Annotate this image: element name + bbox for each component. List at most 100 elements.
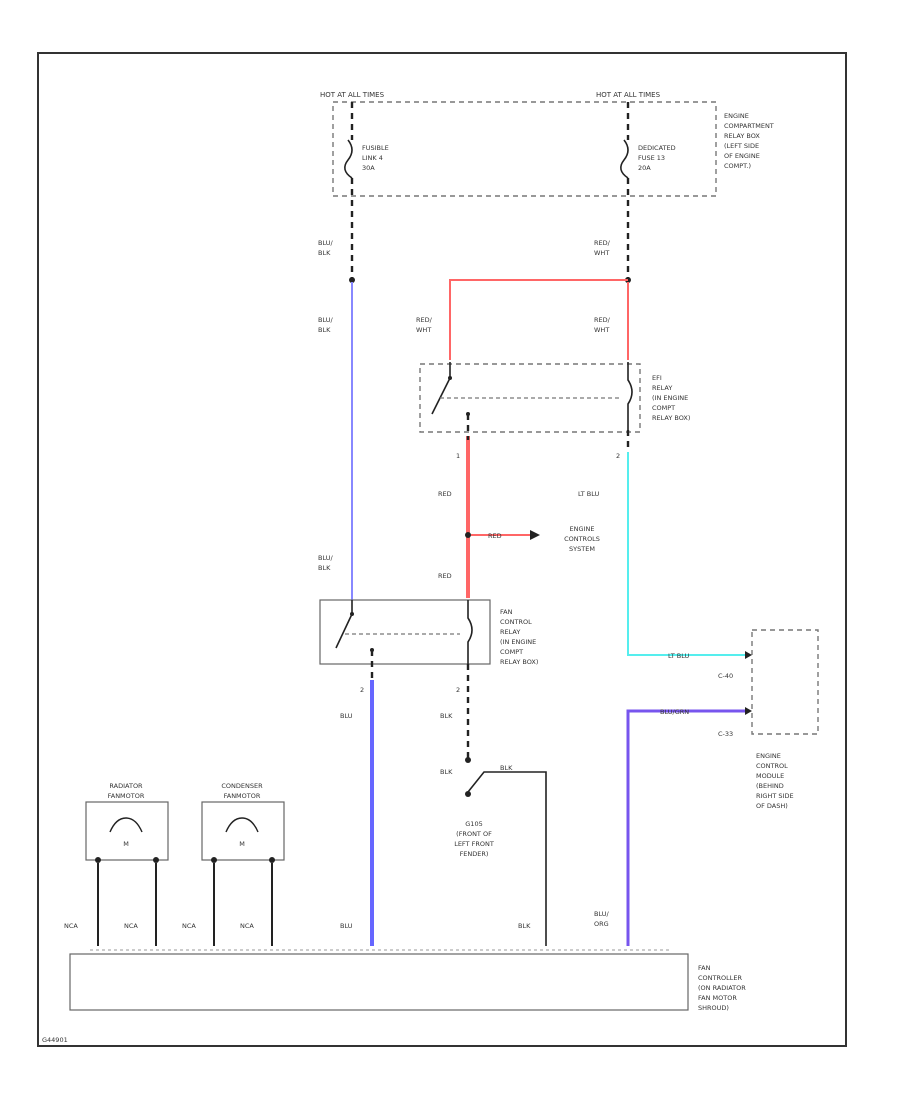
fan-controller-box (69, 953, 689, 1011)
fan-control-relay-label-2: CONTROL (500, 618, 532, 626)
ecm-pin-c33: C-33 (718, 730, 733, 738)
relay-box-label-5: OF ENGINE (724, 152, 760, 160)
relay-box-label-6: COMPT.) (724, 162, 751, 170)
condenser-fan-label-2: FANMOTOR (224, 792, 261, 800)
red-wht-wire-branch (449, 279, 628, 360)
fuse-label: DEDICATED (638, 144, 676, 152)
ecm-pin-c40: C-40 (718, 672, 733, 680)
fcr-pin-2a: 2 (360, 686, 364, 694)
blk-splice-node (465, 757, 471, 763)
wire-label-blu-grn-ecm: BLU/GRN (660, 708, 689, 716)
radiator-terminal-1 (95, 857, 101, 863)
wire-label-red-wht-3a: RED/ (594, 316, 611, 324)
radiator-fan-box (85, 801, 169, 861)
diagram-code: G44901 (42, 1036, 68, 1044)
wire-label-nca-4: NCA (240, 922, 254, 930)
condenser-fan-label: CONDENSER (221, 782, 263, 790)
wire-label-blu-blk-2b: BLK (318, 326, 331, 334)
ecm-label-3: MODULE (756, 772, 784, 780)
efi-relay-label: EFI (652, 374, 662, 382)
wire-label-red-wht-3b: WHT (594, 326, 609, 334)
fan-control-relay-label-6: RELAY BOX) (500, 658, 538, 666)
efi-relay: EFI RELAY (IN ENGINE COMPT RELAY BOX) 1 … (419, 362, 690, 460)
radiator-fan-label: RADIATOR (109, 782, 143, 790)
radiator-motor-icon (109, 817, 143, 833)
ecm-label-4: (BEHIND (756, 782, 784, 790)
wire-label-nca-2: NCA (124, 922, 138, 930)
relay-box-label: ENGINE (724, 112, 749, 120)
wire-label-red-wht-2a: RED/ (416, 316, 433, 324)
fan-controller: FAN CONTROLLER (ON RADIATOR FAN MOTOR SH… (69, 949, 746, 1012)
blu-org-wire (626, 709, 745, 946)
ecm-c33-arrow-icon (745, 707, 752, 715)
ground-node (465, 791, 471, 797)
radiator-fan-label-2: FANMOTOR (108, 792, 145, 800)
fan-control-relay: FAN CONTROL RELAY (IN ENGINE COMPT RELAY… (319, 599, 538, 694)
ecm-label-5: RIGHT SIDE (756, 792, 794, 800)
ground-label-3: LEFT FRONT (454, 840, 494, 848)
efi-relay-outline (419, 363, 641, 433)
wire-label-blu-org-b: ORG (594, 920, 609, 928)
engine-control-module: C-40 C-33 ENGINE CONTROL MODULE (BEHIND … (718, 629, 819, 810)
engine-controls-arrow-icon (530, 530, 540, 540)
wire-label-nca-3: NCA (182, 922, 196, 930)
fan-controller-label-3: (ON RADIATOR (698, 984, 746, 992)
wire-label-blu-2: BLU (340, 922, 353, 930)
fcr-coil (467, 600, 473, 664)
ground-label-2: (FRONT OF (456, 830, 492, 838)
fan-controller-label-5: SHROUD) (698, 1004, 729, 1012)
engine-controls-label: ENGINE (570, 525, 595, 533)
wire-label-red-1: RED (438, 490, 452, 498)
efi-pin-1: 1 (456, 452, 460, 460)
fuse-label-3: 20A (638, 164, 651, 172)
radiator-fan-motor: RADIATOR FANMOTOR M (85, 782, 169, 863)
wire-label-red-2: RED (438, 572, 452, 580)
wire-label-red-wht-2b: WHT (416, 326, 431, 334)
relay-box-label-2: COMPARTMENT (724, 122, 774, 130)
wire-label-blk-2: BLK (440, 768, 453, 776)
fuse-label-2: FUSE 13 (638, 154, 665, 162)
ecm-label: ENGINE (756, 752, 781, 760)
wire-label-red-arrow: RED (488, 532, 502, 540)
fan-control-relay-outline (319, 599, 491, 665)
left-source-label: HOT AT ALL TIMES (320, 91, 385, 99)
right-source-label: HOT AT ALL TIMES (596, 91, 661, 99)
fusible-link-label-2: LINK 4 (362, 154, 383, 162)
relay-box-label-4: (LEFT SIDE (724, 142, 759, 150)
wire-label-blu-org-a: BLU/ (594, 910, 610, 918)
wire-label-blu-blk-1a: BLU/ (318, 239, 334, 247)
relay-box-label-3: RELAY BOX (724, 132, 760, 140)
ecm-outline (751, 629, 819, 735)
left-splice-node (349, 277, 355, 283)
relay-box-outline (332, 101, 717, 197)
fan-control-relay-label-3: RELAY (500, 628, 520, 636)
fan-controller-label-4: FAN MOTOR (698, 994, 737, 1002)
efi-relay-label-4: COMPT (652, 404, 675, 412)
fusible-link-label: FUSIBLE (362, 144, 389, 152)
fcr-switch-pivot (350, 612, 354, 616)
wire-label-blu-blk-3b: BLK (318, 564, 331, 572)
wire-label-blk-1: BLK (440, 712, 453, 720)
fan-control-relay-label-4: (IN ENGINE (500, 638, 536, 646)
condenser-fan-box (201, 801, 285, 861)
fan-controller-label-2: CONTROLLER (698, 974, 742, 982)
efi-switch-pivot (448, 376, 452, 380)
wire-label-blk-3: BLK (518, 922, 531, 930)
fusible-link-icon (344, 139, 353, 179)
fan-control-relay-label-5: COMPT (500, 648, 523, 656)
wire-label-red-wht-1a: RED/ (594, 239, 611, 247)
efi-relay-label-2: RELAY (652, 384, 672, 392)
efi-pin-2: 2 (616, 452, 620, 460)
diagram-frame (37, 52, 847, 1047)
radiator-terminal-2 (153, 857, 159, 863)
condenser-motor-icon (225, 817, 259, 833)
ecm-label-6: OF DASH) (756, 802, 788, 810)
wire-label-nca-1: NCA (64, 922, 78, 930)
wire-label-blu-1: BLU (340, 712, 353, 720)
ecm-label-2: CONTROL (756, 762, 788, 770)
fcr-switch-blade (335, 613, 353, 649)
wire-label-lt-blu-ecm: LT BLU (668, 652, 690, 660)
fan-controller-label: FAN (698, 964, 711, 972)
engine-controls-label-2: CONTROLS (564, 535, 600, 543)
